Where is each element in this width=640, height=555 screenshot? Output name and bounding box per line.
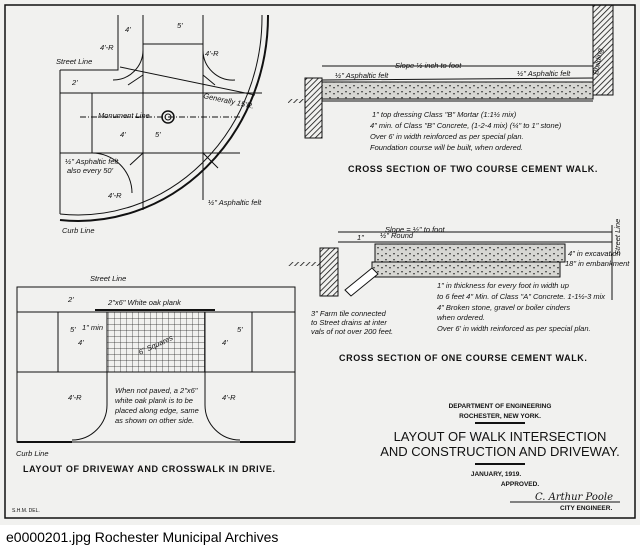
one-course-title: CROSS SECTION OF ONE COURSE CEMENT WALK. <box>339 353 588 363</box>
image-caption: e0000201.jpg Rochester Municipal Archive… <box>6 529 279 545</box>
round-label: ½" Round <box>380 231 414 240</box>
street-line-label: Street Line <box>613 219 622 255</box>
note: as shown on other side. <box>115 416 194 425</box>
curb-arc-inner <box>59 14 263 216</box>
driveway-plan: Street Line 2"x6" White oak plank 1" min… <box>12 274 296 514</box>
driveway-title: LAYOUT OF DRIVEWAY AND CROSSWALK IN DRIV… <box>23 464 276 474</box>
note: 4" min. of Class "B" Concrete, (1-2-4 mi… <box>370 121 562 130</box>
min-label: 1" min <box>82 323 103 332</box>
note: Over 6' in width reinforced as per speci… <box>437 324 591 333</box>
dim-label: 4' <box>222 338 228 347</box>
sheet-border <box>4 4 636 519</box>
crosswalk-grid <box>106 311 206 373</box>
felt-label: ½" Asphaltic felt <box>65 157 119 166</box>
dim-label: 5' <box>177 21 183 30</box>
drafter-label: S.H.M. DEL. <box>12 508 40 514</box>
radius-label: 4'-R <box>205 49 219 58</box>
embankment-label: 18" in embankment <box>565 259 630 268</box>
note: When not paved, a 2"x6" <box>115 386 198 395</box>
radius-label: 4'-R <box>68 393 82 402</box>
dim-label: 4' <box>120 130 126 139</box>
note: to 6 feet 4" Min. of Class "A" Concrete.… <box>437 292 605 301</box>
note: Foundation course will be built, when or… <box>370 143 523 152</box>
two-course-section: Slope ½ inch to foot ½" Asphaltic felt ½… <box>288 4 614 174</box>
dim-label: 5' <box>155 130 161 139</box>
tile-note: 3" Farm tile connected <box>311 309 387 318</box>
department-label: DEPARTMENT OF ENGINEERING <box>449 403 552 410</box>
note: 1" in thickness for every foot in width … <box>437 281 569 290</box>
note: when ordered. <box>437 313 485 322</box>
curb-line-label: Curb Line <box>16 449 49 458</box>
dim-label: 5' <box>70 325 76 334</box>
felt-label-2: also every 50' <box>67 166 114 175</box>
slope-label: Slope ½ inch to foot <box>395 61 462 70</box>
slope-label: Slope = ½" to foot <box>385 225 445 234</box>
dim-label: 4' <box>78 338 84 347</box>
curb-line-label: Curb Line <box>62 226 95 235</box>
excavation-label: 4" in excavation <box>568 249 621 258</box>
engineer-label: CITY ENGINEER. <box>560 505 612 512</box>
tile-note: to Street drains at inter <box>311 318 387 327</box>
radius-label: 4'-R <box>100 43 114 52</box>
plank-label: 2"x6" White oak plank <box>107 298 182 307</box>
note: Over 6' in width reinforced as per speci… <box>370 132 524 141</box>
note: white oak plank is to be <box>115 396 193 405</box>
felt-left-label: ½" Asphaltic felt <box>335 71 389 80</box>
felt-right-label: ½" Asphaltic felt <box>517 69 571 78</box>
dim-label: 2' <box>67 295 74 304</box>
dim-label: 2' <box>71 78 78 87</box>
street-line-label: Street Line <box>90 274 126 283</box>
monument-line-label: Monument Line <box>98 111 150 120</box>
note: 1" top dressing Class "B" Mortar (1:1½ m… <box>372 110 517 119</box>
city-label: ROCHESTER, NEW YORK. <box>459 413 541 420</box>
drawing-canvas: Street Line Monument Line Generally 15'R… <box>4 4 636 519</box>
title-block: DEPARTMENT OF ENGINEERING ROCHESTER, NEW… <box>380 403 620 512</box>
signature: C. Arthur Poole <box>535 492 613 503</box>
tile-note: vals of not over 200 feet. <box>311 327 393 336</box>
engineering-drawing: Street Line Monument Line Generally 15'R… <box>0 0 640 525</box>
radius-label: 4'-R <box>222 393 236 402</box>
drawing-title-line-2: AND CONSTRUCTION AND DRIVEWAY. <box>380 444 620 459</box>
dim-label: 1" <box>357 233 364 242</box>
corner-intersection-plan: Street Line Monument Line Generally 15'R… <box>56 14 270 235</box>
dim-label: 5' <box>237 325 243 334</box>
date-label: JANUARY, 1919. <box>471 471 522 478</box>
monument-icon <box>161 110 175 124</box>
one-course-section: Slope = ½" to foot 1" ½" Round Street Li… <box>288 219 630 363</box>
drawing-title-line-1: LAYOUT OF WALK INTERSECTION <box>394 429 607 444</box>
street-line-label: Street Line <box>56 57 92 66</box>
dim-label: 4' <box>125 25 131 34</box>
curb-arc-outer <box>59 14 270 222</box>
note: placed along edge, same <box>114 406 199 415</box>
felt-curb-label: ½" Asphaltic felt <box>208 198 262 207</box>
radius-label: 4'-R <box>108 191 122 200</box>
two-course-title: CROSS SECTION OF TWO COURSE CEMENT WALK. <box>348 164 598 174</box>
note: 4" Broken stone, gravel or boiler cinder… <box>437 303 570 312</box>
approved-label: APPROVED. <box>501 481 539 488</box>
